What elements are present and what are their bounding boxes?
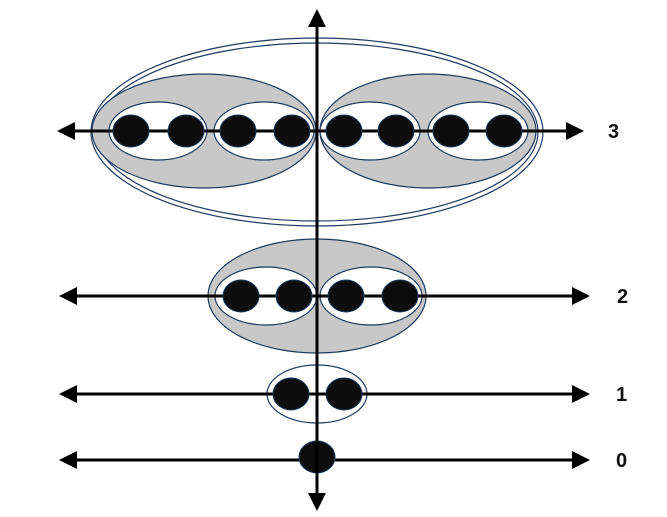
level-3-dot [325,114,363,148]
level-1-dot [272,377,310,411]
level-3-dot [219,114,257,148]
level-3-dot [485,114,523,148]
level-3-label: 3 [608,121,619,143]
level-labels: 3 2 1 0 [608,121,628,472]
level-0-label: 0 [616,450,627,472]
level-3-dots [112,114,523,148]
level-2-dot [275,279,313,313]
level-1-dots [272,377,363,411]
level-2-dots [222,279,419,313]
level-3-dot [377,114,415,148]
level-2-dot [222,279,260,313]
level-1-label: 1 [616,384,627,406]
level-3-dot [273,114,311,148]
level-3-dot [432,114,470,148]
level-3-dot [112,114,150,148]
level-2-label: 2 [617,286,628,308]
level-3-dot [167,114,205,148]
level-2-dot [381,279,419,313]
level-1-dot [325,377,363,411]
level-2-dot [327,279,365,313]
